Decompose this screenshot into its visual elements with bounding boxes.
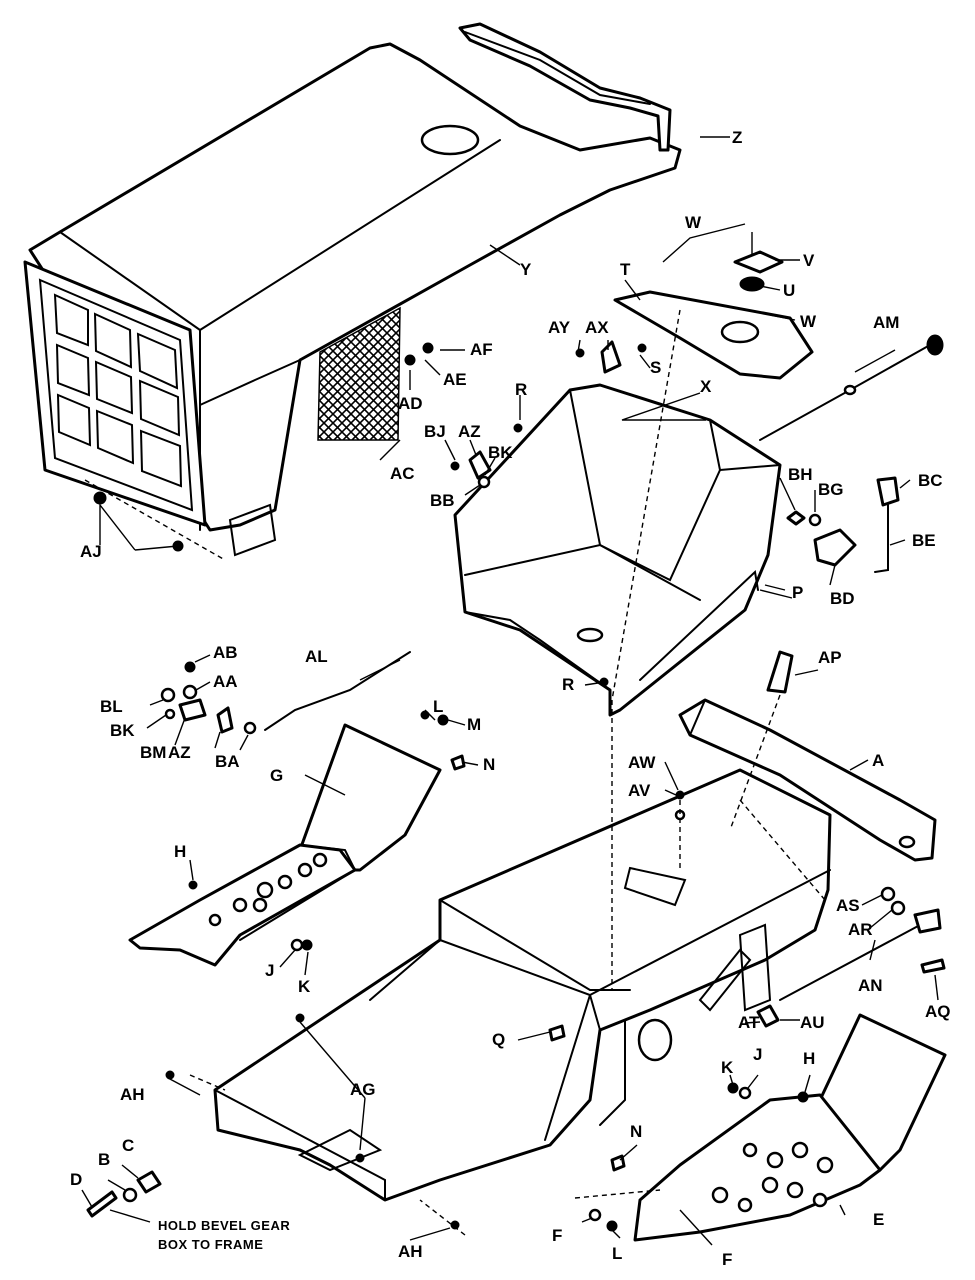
label-F-left: F bbox=[552, 1226, 562, 1245]
label-AC: AC bbox=[390, 464, 415, 483]
hood-side-screen bbox=[317, 306, 401, 441]
label-AB: AB bbox=[213, 643, 238, 662]
note-line-1: HOLD BEVEL GEAR bbox=[158, 1218, 290, 1233]
steering-rod bbox=[458, 22, 672, 152]
label-AZ-top: AZ bbox=[458, 422, 481, 441]
label-N-top: N bbox=[483, 755, 495, 774]
label-W-top: W bbox=[685, 213, 702, 232]
label-J-left: J bbox=[265, 961, 274, 980]
label-BK-top: BK bbox=[488, 443, 513, 462]
label-AY: AY bbox=[548, 318, 571, 337]
label-AF: AF bbox=[470, 340, 493, 359]
label-AW: AW bbox=[628, 753, 656, 772]
label-BC: BC bbox=[918, 471, 943, 490]
label-BJ: BJ bbox=[424, 422, 446, 441]
hood bbox=[23, 42, 682, 557]
label-S: S bbox=[650, 358, 661, 377]
alignment-lines bbox=[84, 309, 826, 1236]
label-X: X bbox=[700, 377, 712, 396]
label-AU: AU bbox=[800, 1013, 825, 1032]
label-F: F bbox=[722, 1250, 732, 1269]
label-AZ: AZ bbox=[168, 743, 191, 762]
label-E: E bbox=[873, 1210, 884, 1229]
label-J: J bbox=[753, 1045, 762, 1064]
dash-panel bbox=[613, 232, 814, 380]
label-BA: BA bbox=[215, 752, 240, 771]
label-Z: Z bbox=[732, 128, 742, 147]
label-P: P bbox=[792, 583, 803, 602]
left-footrest bbox=[128, 723, 442, 967]
note-line-2: BOX TO FRAME bbox=[158, 1237, 263, 1252]
label-BB: BB bbox=[430, 491, 455, 510]
label-K: K bbox=[721, 1058, 734, 1077]
label-N: N bbox=[630, 1122, 642, 1141]
label-BE: BE bbox=[912, 531, 936, 550]
label-L-top: L bbox=[433, 697, 443, 716]
label-R: R bbox=[562, 675, 574, 694]
main-frame bbox=[213, 768, 832, 1202]
label-AH-top: AH bbox=[120, 1085, 145, 1104]
label-BD: BD bbox=[830, 589, 855, 608]
label-Y: Y bbox=[520, 260, 532, 279]
seat-pan bbox=[453, 383, 782, 717]
label-BK: BK bbox=[110, 721, 135, 740]
label-V: V bbox=[803, 251, 815, 270]
callout-labels: Z Y W V U T W AM AY AX AF AE AD S R X BJ… bbox=[70, 128, 951, 1269]
label-AS: AS bbox=[836, 896, 860, 915]
label-BH: BH bbox=[788, 465, 813, 484]
label-AP: AP bbox=[818, 648, 842, 667]
label-Q: Q bbox=[492, 1030, 505, 1049]
label-BG: BG bbox=[818, 480, 844, 499]
label-K-left: K bbox=[298, 977, 311, 996]
front-axle-support bbox=[678, 698, 937, 862]
label-A: A bbox=[872, 751, 884, 770]
label-AL: AL bbox=[305, 647, 328, 666]
label-AX: AX bbox=[585, 318, 609, 337]
label-G: G bbox=[270, 766, 283, 785]
label-H: H bbox=[803, 1049, 815, 1068]
label-AM: AM bbox=[873, 313, 899, 332]
label-D: D bbox=[70, 1170, 82, 1189]
label-AQ: AQ bbox=[925, 1002, 951, 1021]
label-M: M bbox=[467, 715, 481, 734]
label-AR: AR bbox=[848, 920, 873, 939]
label-AD: AD bbox=[398, 394, 423, 413]
label-U: U bbox=[783, 281, 795, 300]
label-C: C bbox=[122, 1136, 134, 1155]
label-R-top: R bbox=[515, 380, 527, 399]
label-BM: BM bbox=[140, 743, 166, 762]
label-T: T bbox=[620, 260, 631, 279]
right-footrest bbox=[633, 1013, 947, 1242]
leader-lines bbox=[81, 136, 939, 1246]
label-AA: AA bbox=[213, 672, 238, 691]
label-AN: AN bbox=[858, 976, 883, 995]
label-H-left: H bbox=[174, 842, 186, 861]
label-W: W bbox=[800, 312, 817, 331]
label-AT: AT bbox=[738, 1013, 760, 1032]
label-L: L bbox=[612, 1244, 622, 1263]
label-AG: AG bbox=[350, 1080, 376, 1099]
label-BL: BL bbox=[100, 697, 123, 716]
label-AV: AV bbox=[628, 781, 651, 800]
label-B: B bbox=[98, 1150, 110, 1169]
label-AH: AH bbox=[398, 1242, 423, 1261]
label-AJ: AJ bbox=[80, 542, 102, 561]
label-AE: AE bbox=[443, 370, 467, 389]
